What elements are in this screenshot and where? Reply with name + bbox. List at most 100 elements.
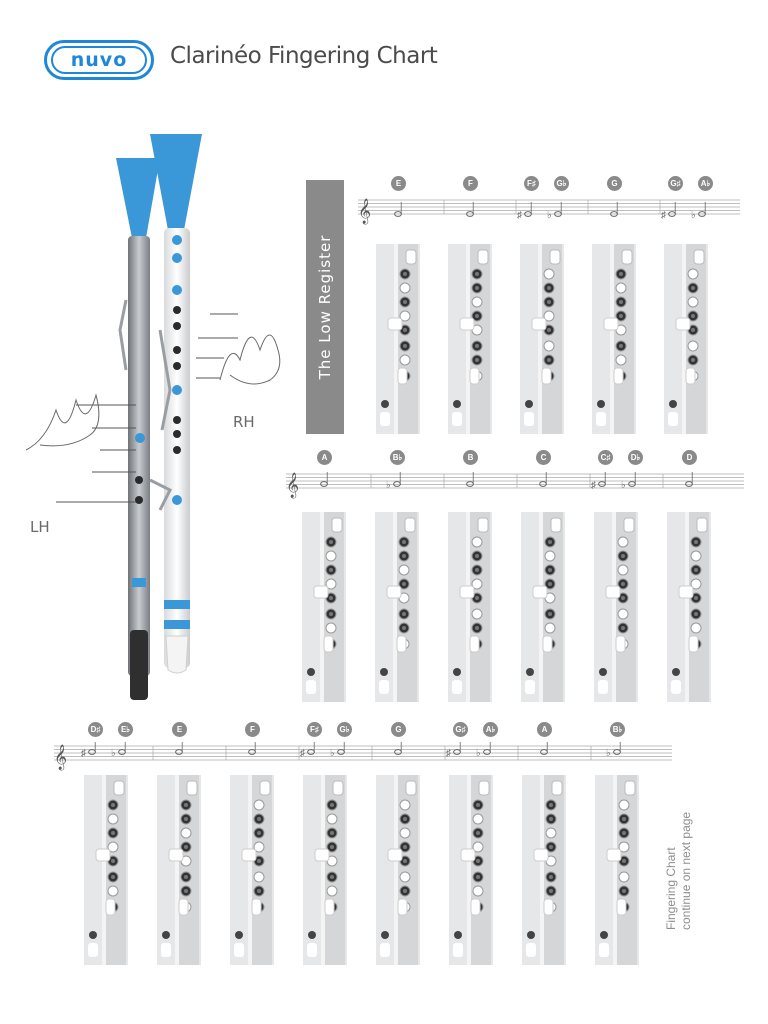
fingering-diagram bbox=[664, 244, 708, 434]
register-label-bar: The Low Register bbox=[306, 180, 344, 434]
note-badge: F bbox=[463, 176, 478, 191]
accidental: ♯ bbox=[517, 210, 522, 221]
staff-note bbox=[118, 742, 126, 755]
continue-note: Fingering Chart continue on next page bbox=[664, 690, 694, 930]
staff-note bbox=[613, 742, 621, 755]
fingering-diagram bbox=[522, 775, 566, 965]
note-badge: B♭ bbox=[610, 722, 625, 737]
staff-note bbox=[610, 202, 618, 217]
staff-note bbox=[393, 472, 401, 487]
svg-text:𝄞: 𝄞 bbox=[54, 744, 67, 770]
fingering-diagram bbox=[303, 775, 347, 965]
accidental: ♭ bbox=[386, 480, 391, 491]
note-badge: A bbox=[537, 722, 552, 737]
accidental: ♭ bbox=[691, 210, 696, 221]
lh-label: LH bbox=[30, 518, 50, 536]
fingering-diagram bbox=[667, 512, 711, 702]
staff-note bbox=[540, 742, 548, 755]
accidental: ♭ bbox=[111, 748, 116, 759]
staff-note bbox=[248, 742, 256, 755]
note-badge: G♭ bbox=[554, 176, 569, 191]
note-badge: G♯ bbox=[453, 722, 468, 737]
note-badge: G♯ bbox=[668, 176, 683, 191]
accidental: ♯ bbox=[446, 748, 451, 759]
note-badge: G bbox=[607, 176, 622, 191]
staff-note bbox=[394, 742, 402, 755]
staff-note bbox=[453, 742, 461, 755]
continue-note-line1: Fingering Chart bbox=[664, 847, 678, 930]
accidental: ♭ bbox=[621, 480, 626, 491]
staff-note bbox=[539, 472, 547, 487]
staff-note bbox=[524, 202, 532, 217]
page-title: Clarinéo Fingering Chart bbox=[170, 43, 438, 69]
note-badge: C♯ bbox=[598, 450, 613, 465]
accidental: ♯ bbox=[661, 210, 666, 221]
note-badge: D♯ bbox=[88, 722, 103, 737]
note-badge: A bbox=[317, 450, 332, 465]
note-badge: C bbox=[536, 450, 551, 465]
staff-note bbox=[466, 202, 474, 217]
note-badge: F bbox=[245, 722, 260, 737]
fingering-diagram bbox=[230, 775, 274, 965]
note-badge: D♭ bbox=[628, 450, 643, 465]
fingering-diagram bbox=[375, 512, 419, 702]
note-badge: B♭ bbox=[390, 450, 405, 465]
fingering-diagram bbox=[520, 244, 564, 434]
fingering-diagram bbox=[448, 244, 492, 434]
staff-note bbox=[483, 742, 491, 755]
fingering-diagram bbox=[376, 244, 420, 434]
note-badge: G bbox=[391, 722, 406, 737]
accidental: ♯ bbox=[300, 748, 305, 759]
accidental: ♭ bbox=[476, 748, 481, 759]
fingering-diagram bbox=[157, 775, 201, 965]
fingering-diagram bbox=[448, 512, 492, 702]
staff-note bbox=[320, 472, 328, 487]
staff-row-1: 𝄞 ♯ ♭ ♯ ♭ E F F♯ G♭ G G♯ A♭ bbox=[358, 176, 740, 228]
note-badge: D bbox=[682, 450, 697, 465]
staff-note bbox=[628, 472, 636, 487]
continue-note-line2: continue on next page bbox=[679, 811, 693, 930]
accidental: ♯ bbox=[81, 748, 86, 759]
staff-note bbox=[554, 202, 562, 217]
accidental: ♭ bbox=[547, 210, 552, 221]
staff-note bbox=[698, 202, 706, 217]
staff-note bbox=[175, 742, 183, 755]
note-badge: A♭ bbox=[698, 176, 713, 191]
nuvo-logo: nuvo bbox=[44, 40, 154, 80]
note-badge: F♯ bbox=[307, 722, 322, 737]
fingering-diagram bbox=[594, 512, 638, 702]
rh-label: RH bbox=[233, 413, 255, 431]
staff-note bbox=[685, 472, 693, 487]
note-badge: E♭ bbox=[118, 722, 133, 737]
svg-text:𝄞: 𝄞 bbox=[286, 472, 299, 498]
logo-text: nuvo bbox=[70, 49, 128, 71]
svg-text:𝄞: 𝄞 bbox=[358, 198, 371, 224]
accidental: ♯ bbox=[591, 480, 596, 491]
note-badge: F♯ bbox=[524, 176, 539, 191]
fingering-diagram bbox=[595, 775, 639, 965]
fingering-diagram bbox=[84, 775, 128, 965]
staff-note bbox=[337, 742, 345, 755]
staff-note bbox=[668, 202, 676, 217]
note-badge: B bbox=[463, 450, 478, 465]
staff-row-2: 𝄞 ♭ ♯ ♭ A B♭ B C C♯ D♭ D bbox=[286, 450, 744, 502]
fingering-diagram bbox=[521, 512, 565, 702]
staff-note bbox=[598, 472, 606, 487]
accidental: ♭ bbox=[330, 748, 335, 759]
fingering-diagram bbox=[449, 775, 493, 965]
staff-note bbox=[88, 742, 96, 755]
staff-note bbox=[466, 472, 474, 487]
note-badge: G♭ bbox=[337, 722, 352, 737]
fingering-diagram bbox=[302, 512, 346, 702]
note-badge: E bbox=[391, 176, 406, 191]
fingering-diagram bbox=[592, 244, 636, 434]
fingering-diagram bbox=[376, 775, 420, 965]
note-badge: E bbox=[172, 722, 187, 737]
staff-note bbox=[394, 202, 402, 217]
note-badge: A♭ bbox=[483, 722, 498, 737]
clarinet-illustration bbox=[25, 134, 281, 700]
staff-note bbox=[307, 742, 315, 755]
register-label: The Low Register bbox=[316, 234, 334, 380]
header: nuvo Clarinéo Fingering Chart bbox=[44, 40, 644, 80]
